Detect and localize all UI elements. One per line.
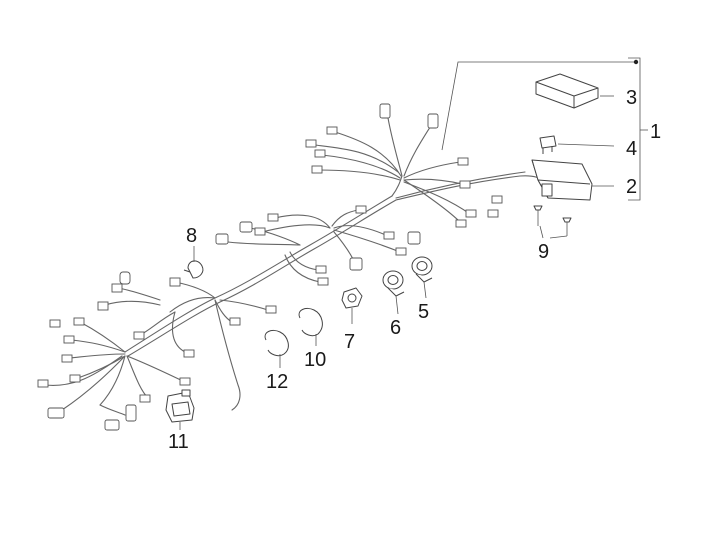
callout-8: 8 bbox=[186, 225, 197, 247]
relay-box bbox=[531, 159, 614, 201]
wiring-harness bbox=[37, 61, 636, 431]
callout-labels: 1 2 3 4 5 6 7 8 9 10 11 12 bbox=[168, 87, 661, 453]
fuse bbox=[539, 135, 615, 154]
screws bbox=[533, 205, 572, 239]
callout-3: 3 bbox=[626, 87, 637, 109]
callout-2: 2 bbox=[626, 176, 637, 198]
callout-1: 1 bbox=[650, 121, 661, 143]
callout-12: 12 bbox=[266, 371, 288, 393]
clamp-ring-10 bbox=[298, 307, 323, 346]
callout-9: 9 bbox=[538, 241, 549, 263]
cable-clamp-6 bbox=[382, 270, 405, 315]
harness-connectors bbox=[37, 103, 503, 431]
cable-tie bbox=[183, 246, 204, 279]
cable-clamp-5 bbox=[411, 256, 433, 299]
cable-holder bbox=[341, 287, 363, 324]
callout-7: 7 bbox=[344, 331, 355, 353]
group-bracket bbox=[628, 57, 648, 201]
clamp-ring-12 bbox=[264, 329, 289, 368]
callout-11: 11 bbox=[168, 431, 189, 453]
callout-5: 5 bbox=[418, 301, 429, 323]
callout-6: 6 bbox=[390, 317, 401, 339]
connector-bracket bbox=[165, 389, 195, 430]
box-cover bbox=[535, 73, 614, 109]
callout-10: 10 bbox=[304, 349, 326, 371]
callout-4: 4 bbox=[626, 138, 637, 160]
